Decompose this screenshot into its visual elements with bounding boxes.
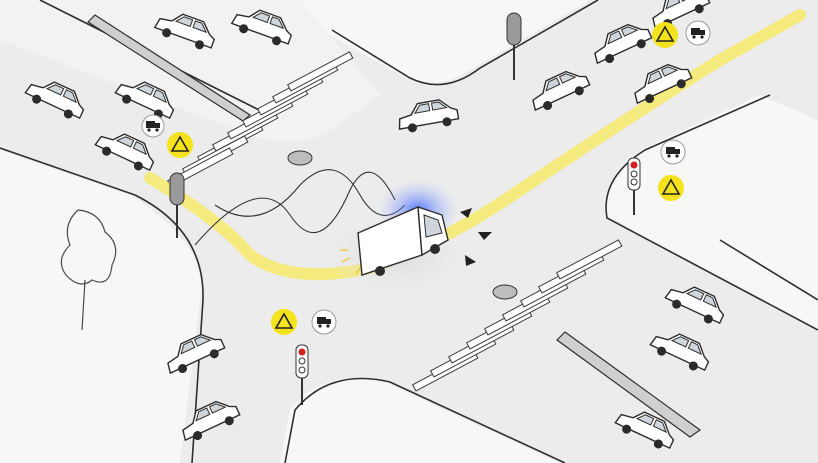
curb-bottom	[284, 377, 566, 463]
curb-top	[331, 0, 599, 86]
sidewalk-bottom	[280, 378, 560, 463]
warning-triangle-icon	[655, 25, 675, 42]
sidewalk-right	[604, 95, 818, 330]
delivery-truck-icon	[146, 121, 160, 132]
traffic-light-icon	[295, 344, 309, 405]
sensor-arrows	[460, 208, 492, 266]
manhole-top	[287, 150, 313, 166]
callout-right	[658, 139, 686, 201]
lamp-post-top	[506, 12, 522, 80]
manhole-bottom	[492, 284, 518, 300]
delivery-truck-icon	[666, 147, 680, 158]
warning-triangle-icon	[661, 178, 681, 195]
tree-sketch	[60, 209, 117, 331]
median-bottom-right	[556, 331, 702, 438]
curb-right	[605, 94, 818, 331]
delivery-truck-icon	[317, 317, 331, 328]
warning-triangle-icon	[274, 312, 294, 329]
callout-left	[141, 114, 193, 158]
lamp-post-left	[169, 172, 185, 238]
traffic-light-icon	[627, 157, 641, 215]
callout-bottom-left	[271, 309, 337, 335]
warning-triangle-icon	[170, 135, 190, 152]
curb-bottom-left	[0, 147, 204, 463]
delivery-truck	[357, 205, 449, 276]
crosswalk-bottom	[412, 239, 623, 392]
delivery-truck-icon	[691, 28, 705, 39]
signal-lines	[340, 249, 361, 275]
curb-right-inner	[719, 239, 818, 301]
callout-top-right	[652, 20, 711, 48]
sidewalk-bottom-left	[0, 150, 202, 463]
